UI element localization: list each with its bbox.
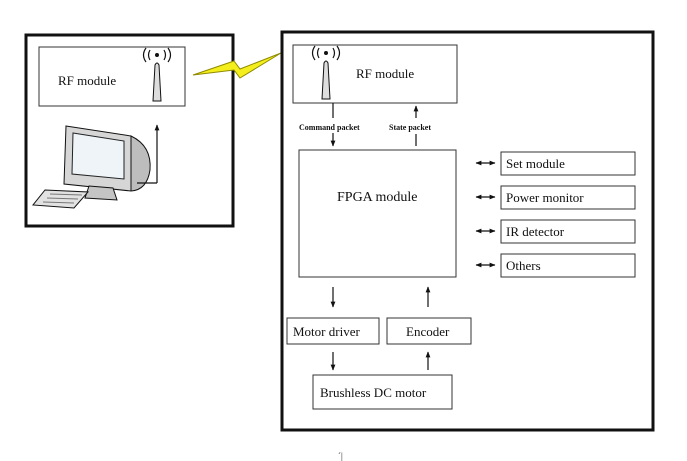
brushless-motor-box <box>312 374 453 410</box>
power-monitor-box <box>500 185 636 210</box>
motor-driver-label: Motor driver <box>293 324 360 339</box>
right-rf-module-box <box>292 44 458 104</box>
power-monitor-label: Power monitor <box>506 190 584 205</box>
command-packet-label: Command packet <box>299 123 360 132</box>
brushless-motor-label: Brushless DC motor <box>320 385 427 400</box>
ground-station-frame <box>24 33 235 228</box>
left-antenna-icon <box>142 47 172 102</box>
right-antenna-icon <box>311 45 341 100</box>
others-box <box>500 253 636 278</box>
wireless-link-icon <box>192 52 282 79</box>
left-rf-module-label: RF module <box>58 73 116 88</box>
motor-driver-box <box>286 317 380 345</box>
fpga-module-label: FPGA module <box>337 190 418 205</box>
encoder-box <box>386 317 472 345</box>
set-module-label: Set module <box>506 156 565 171</box>
device-frame <box>280 30 655 432</box>
computer-icon <box>32 125 151 209</box>
encoder-label: Encoder <box>406 324 450 339</box>
ir-detector-label: IR detector <box>506 224 565 239</box>
stray-mark: ´| <box>338 451 343 461</box>
fpga-module-box <box>298 149 457 278</box>
ir-detector-box <box>500 219 636 244</box>
others-label: Others <box>506 258 541 273</box>
set-module-box <box>500 151 636 176</box>
state-packet-label: State packet <box>389 123 431 132</box>
right-rf-module-label: RF module <box>356 66 414 81</box>
